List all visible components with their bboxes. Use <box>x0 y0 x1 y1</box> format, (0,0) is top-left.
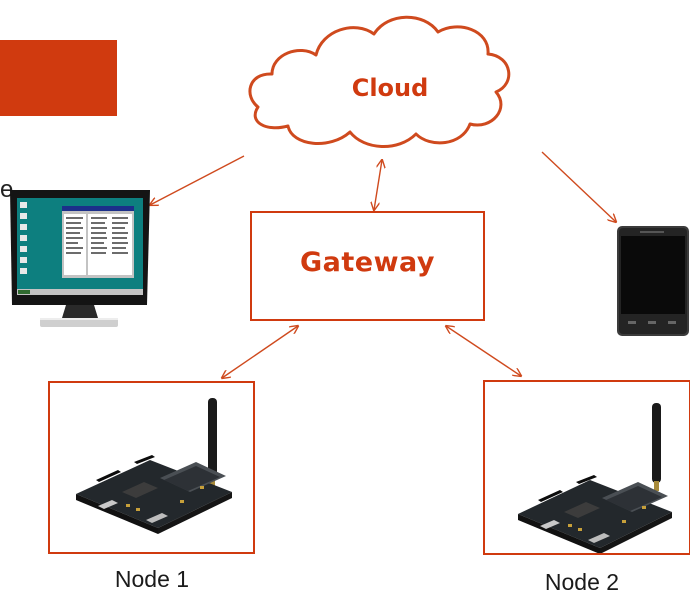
arrow-cloud-gateway <box>374 160 382 210</box>
cloud-icon <box>248 15 511 148</box>
cloud-label: Cloud <box>351 74 429 102</box>
smartphone-icon <box>617 226 689 336</box>
arrow-cloud-to-computer <box>150 155 245 205</box>
title-banner <box>0 40 117 116</box>
board-with-antenna-icon <box>518 403 672 554</box>
desktop-computer-icon <box>10 190 150 327</box>
gateway-label: Gateway <box>299 247 436 278</box>
node-1-label: Node 1 <box>114 566 190 592</box>
arrow-gateway-node2 <box>446 326 521 376</box>
gateway-box <box>250 211 485 321</box>
board-with-antenna-icon <box>76 398 232 534</box>
node-2-label: Node 2 <box>544 569 620 595</box>
arrow-gateway-node1 <box>222 326 298 378</box>
node-1-box <box>48 381 255 554</box>
arrow-cloud-to-phone <box>541 151 616 222</box>
cropped-label-fragment: e <box>0 176 14 203</box>
node-2-box <box>483 380 690 555</box>
